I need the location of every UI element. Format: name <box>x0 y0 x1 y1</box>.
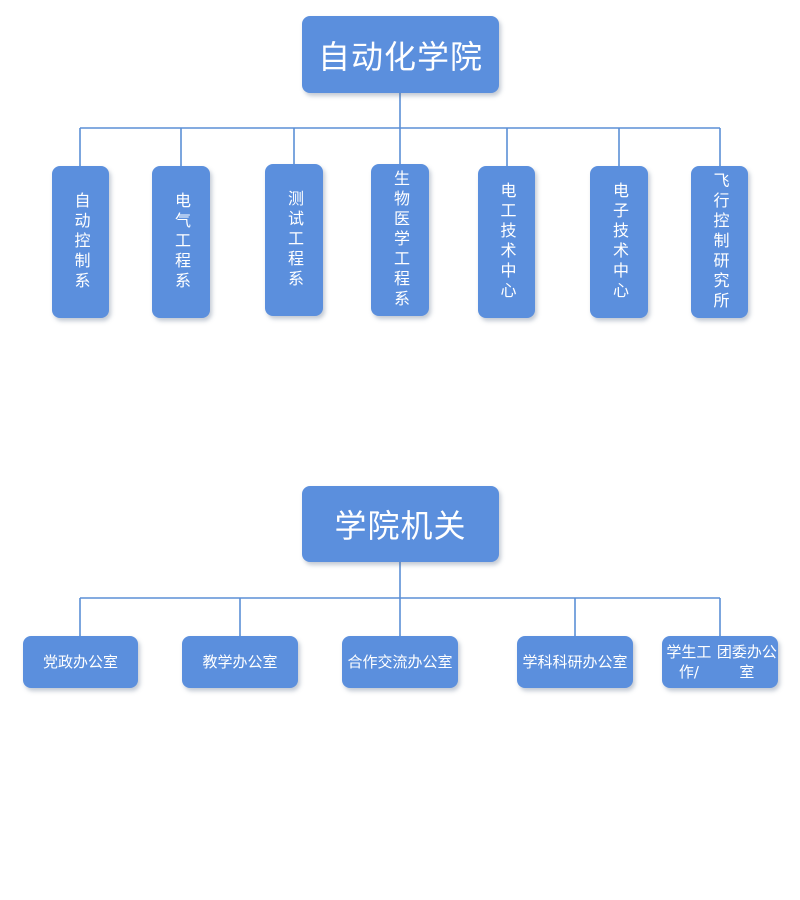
office-label-line2: 办公室 <box>582 653 628 671</box>
office-node-teaching: 教学办公室 <box>182 636 298 688</box>
dept-node-measurement-engineering: 测试工程系 <box>265 164 323 316</box>
office-node-party-admin: 党政办公室 <box>23 636 138 688</box>
office-label-line2: 团委办公室 <box>716 643 777 681</box>
dept-node-electrotechnics-center: 电工技术中心 <box>478 166 535 318</box>
dept-node-biomedical-engineering: 生物医学工程系 <box>371 164 429 316</box>
office-node-discipline-research: 学科科研 办公室 <box>517 636 633 688</box>
dept-node-electronics-center: 电子技术中心 <box>590 166 648 318</box>
dept-node-flight-control-institute: 飞行控制研究所 <box>691 166 748 318</box>
office-label-line2: 办公室 <box>407 653 453 671</box>
office-label: 党政办公室 <box>42 653 118 671</box>
office-label-line1: 合作交流 <box>347 653 408 671</box>
office-label-line1: 学生工作/ <box>666 643 712 681</box>
root-node-automation-school: 自动化学院 <box>302 16 499 93</box>
root-node-school-administration: 学院机关 <box>302 486 499 562</box>
office-label: 教学办公室 <box>202 653 278 671</box>
office-label-line1: 学科科研 <box>522 653 583 671</box>
office-node-cooperation-exchange: 合作交流 办公室 <box>342 636 458 688</box>
dept-node-electrical-engineering: 电气工程系 <box>152 166 210 318</box>
office-node-student-affairs-youth-league: 学生工作/ 团委办公室 <box>662 636 778 688</box>
dept-node-automatic-control: 自动控制系 <box>52 166 109 318</box>
